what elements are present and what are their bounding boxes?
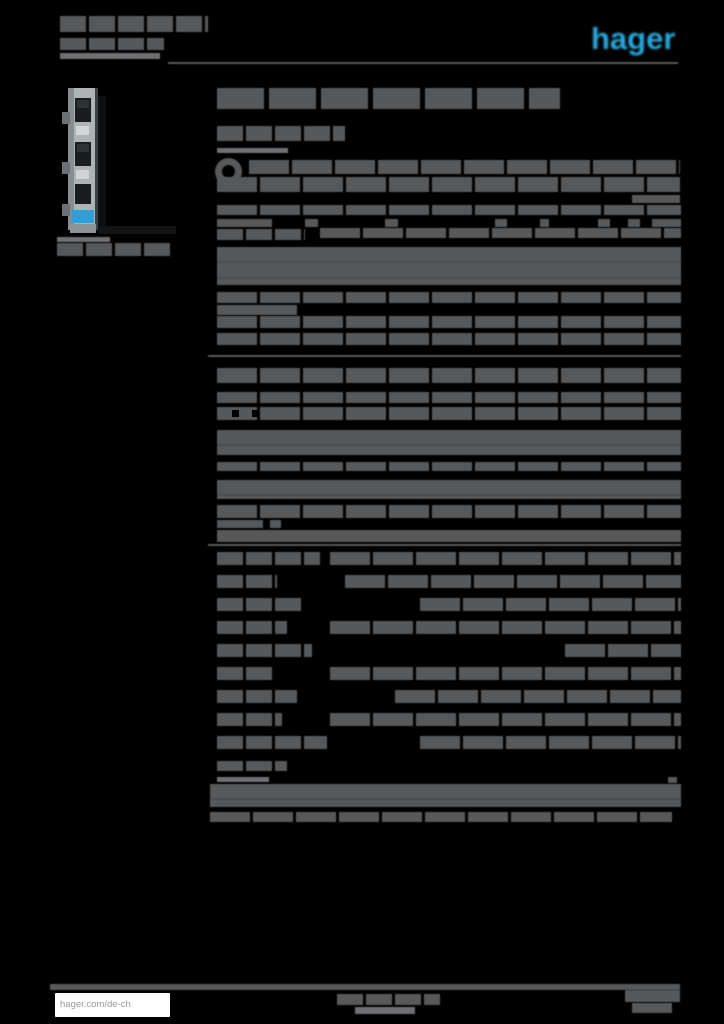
redacted-table-label-2 <box>217 575 277 588</box>
redacted-note-line <box>217 777 269 782</box>
label-plate-1 <box>76 126 89 135</box>
mount-clip-top <box>62 112 70 124</box>
redacted-specB-para <box>217 430 681 455</box>
redacted-table-value-5 <box>565 644 681 657</box>
redacted-specB-row1 <box>217 368 681 383</box>
fuse-window-3 <box>75 184 91 204</box>
redacted-specA-value <box>320 228 681 238</box>
redacted-footer-right-1 <box>625 990 680 1002</box>
redacted-product-title <box>217 88 560 109</box>
hager-logo: hager <box>591 21 676 56</box>
redacted-table-label-1 <box>217 552 320 565</box>
redacted-section-heading-1 <box>217 126 345 141</box>
redacted-feature-8 <box>652 219 681 227</box>
mount-clip-bottom <box>62 204 70 216</box>
redacted-intro-note <box>217 148 288 153</box>
redacted-header-line-2 <box>60 38 164 50</box>
mount-clip-mid <box>62 162 70 174</box>
redacted-footer-center-2 <box>355 1007 415 1014</box>
divider-rule-1 <box>208 355 681 357</box>
redacted-feature-3 <box>385 219 398 227</box>
redacted-table-value-1 <box>330 552 681 565</box>
redacted-table-value-8 <box>330 713 681 726</box>
footer-site-link[interactable]: hager.com/de-ch <box>55 993 170 1017</box>
redacted-table-value-2 <box>345 575 681 588</box>
redacted-specC-label <box>217 520 263 528</box>
footer-rule <box>50 984 680 990</box>
image-caption-line-2 <box>57 243 172 256</box>
redacted-table-label-3 <box>217 598 303 611</box>
image-caption-line-1 <box>57 237 110 242</box>
redacted-footer-right-2 <box>632 1003 672 1013</box>
redacted-intro-line-2 <box>217 177 680 192</box>
redacted-table-label-4 <box>217 621 287 634</box>
divider-rule-2 <box>208 544 681 546</box>
redacted-feature-5 <box>540 219 549 227</box>
redacted-table-label-6 <box>217 667 272 680</box>
fuse-window-1-glass <box>77 100 89 108</box>
redacted-table-value-3 <box>420 598 681 611</box>
redacted-footer-center-1 <box>337 994 440 1005</box>
redacted-specB-row3 <box>217 407 681 420</box>
device-shadow-right <box>98 96 106 232</box>
header-rule <box>168 62 678 64</box>
product-image <box>58 86 178 238</box>
redacted-specA-row4 <box>217 333 681 345</box>
redacted-table-label-7 <box>217 690 297 703</box>
redacted-specC-para2 <box>217 530 681 542</box>
redacted-feature-4 <box>495 219 507 227</box>
redacted-specA-row2 <box>217 292 681 303</box>
redacted-specC-row1 <box>217 505 681 518</box>
redacted-header-line-1 <box>60 16 208 32</box>
bullet-gap-1 <box>232 410 239 417</box>
redacted-closing-para <box>210 784 681 807</box>
redacted-specA-label2 <box>217 305 297 315</box>
bullet-gap-2 <box>252 410 259 417</box>
device-right-edge <box>95 88 98 230</box>
redacted-specC-label2 <box>270 520 281 528</box>
redacted-table-value-6 <box>330 667 681 680</box>
redacted-intro-line-1 <box>249 160 680 174</box>
redacted-specB-row4 <box>217 462 681 471</box>
redacted-intro-line-3 <box>217 205 681 215</box>
redacted-feature-6 <box>598 219 610 227</box>
redacted-specA-row3 <box>217 316 681 328</box>
redacted-specA-label <box>217 229 305 240</box>
accent-element <box>72 210 94 223</box>
redacted-intro-tail <box>632 195 680 203</box>
redacted-feature-1 <box>217 219 272 227</box>
redacted-feature-7 <box>628 219 640 227</box>
redacted-table-label-9 <box>217 736 327 749</box>
redacted-table-label-5 <box>217 644 312 657</box>
redacted-closing-line <box>210 812 672 822</box>
redacted-table-value-7 <box>395 690 681 703</box>
label-plate-2 <box>76 170 89 179</box>
fuse-window-2-glass <box>77 144 89 152</box>
redacted-table-value-4 <box>330 621 681 634</box>
redacted-feature-2 <box>305 219 318 227</box>
footnote-mark <box>668 777 677 783</box>
redacted-section-heading-2 <box>217 761 287 771</box>
device-floor-shadow <box>98 226 176 234</box>
device-base <box>70 224 96 233</box>
device-left-rail <box>68 88 74 230</box>
redacted-header-line-3 <box>60 53 160 59</box>
redacted-specB-row2 <box>217 392 681 403</box>
redacted-table-label-8 <box>217 713 282 726</box>
redacted-specA-para <box>217 247 681 285</box>
redacted-specC-para1 <box>217 480 681 499</box>
redacted-table-value-9 <box>420 736 681 749</box>
